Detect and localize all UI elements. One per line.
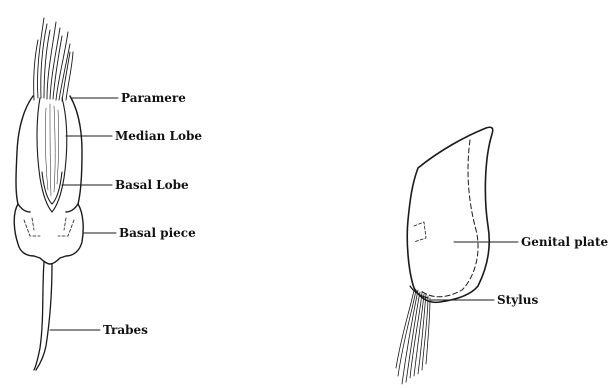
- label-basal-lobe: Basal Lobe: [115, 178, 189, 192]
- aedeagus-drawing: [14, 18, 118, 370]
- genital-plate-dashed-margin: [420, 140, 478, 297]
- stylus-bristles: [396, 290, 430, 384]
- label-paramere: Paramere: [121, 91, 186, 105]
- label-basal-piece: Basal piece: [119, 226, 196, 240]
- label-stylus: Stylus: [497, 293, 538, 307]
- paramere-bristles: [34, 18, 73, 101]
- genital-plate-inner-mark: [414, 222, 426, 242]
- basal-piece-inner: [24, 218, 74, 236]
- label-trabes: Trabes: [103, 323, 148, 337]
- median-lobe-outline: [37, 98, 67, 212]
- trabes-outline: [34, 262, 52, 370]
- label-median-lobe: Median Lobe: [115, 129, 202, 143]
- median-lobe-hatching: [45, 104, 58, 196]
- paramere-outline: [16, 96, 82, 212]
- genital-plate-drawing: [396, 127, 518, 384]
- label-genital-plate: Genital plate: [521, 235, 608, 249]
- basal-piece-outline: [14, 204, 83, 264]
- genital-plate-outline: [407, 127, 493, 302]
